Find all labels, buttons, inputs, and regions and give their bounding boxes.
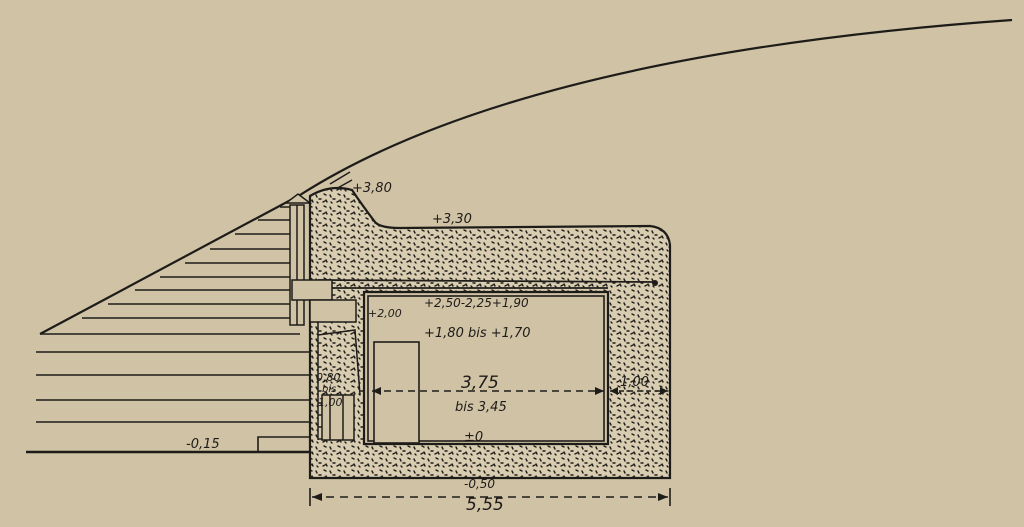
label-foundation-level: -0,50 <box>464 477 495 491</box>
room-outline <box>367 295 605 442</box>
label-ground-level: -0,15 <box>186 437 220 452</box>
concrete-body <box>308 186 672 480</box>
total-width-dimension <box>309 488 671 506</box>
label-total-width: 5,55 <box>466 495 504 515</box>
earth-hatching <box>36 206 310 423</box>
label-wall-thickness: 1,00 <box>620 375 649 390</box>
label-room-width-alt: bis 3,45 <box>455 400 507 415</box>
label-left-wall-thickness: 0,80 <box>316 371 341 384</box>
label-top-level: +3,80 <box>352 181 392 196</box>
label-floor-level: ±0 <box>464 430 483 445</box>
label-left-wall-thickness-alt: bis <box>322 384 336 395</box>
door <box>373 341 420 444</box>
ceiling-beams <box>317 279 656 289</box>
label-roof-level: +3,30 <box>432 212 472 227</box>
label-ceiling-level: +2,50-2,25+1,90 <box>424 296 529 310</box>
wall-thickness-dimension <box>610 387 668 395</box>
label-room-width: 3,75 <box>461 373 499 393</box>
beam-end <box>652 280 658 286</box>
ground-step <box>257 436 310 452</box>
label-wall-top-level: +2,00 <box>368 307 402 320</box>
earth-mound-curve <box>39 18 1013 335</box>
entrance-structure <box>283 193 361 441</box>
label-left-wall-thickness-max: 1,00 <box>318 396 343 409</box>
room-width-dimension <box>372 387 604 395</box>
label-inner-height: +1,80 bis +1,70 <box>424 326 531 341</box>
